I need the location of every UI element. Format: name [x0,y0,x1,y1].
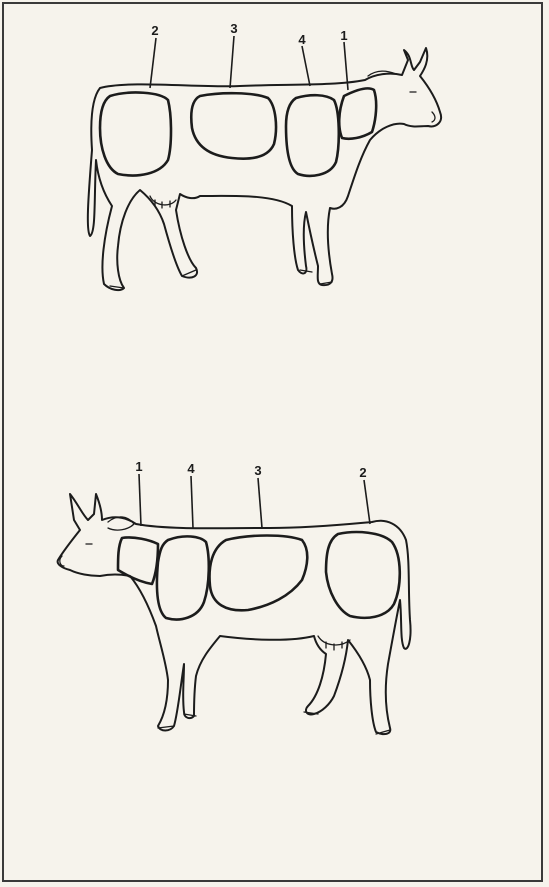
cow-bottom-muzzle [60,556,64,566]
label-2: 2 [359,465,366,480]
region-4 [157,536,209,619]
cow-bottom-outline [58,494,411,734]
cow-bottom-teat [326,642,342,650]
region-1 [118,537,158,584]
cow-top-muzzle [432,112,435,122]
label-1: 1 [340,28,347,43]
label-4: 4 [187,461,195,476]
label-4: 4 [298,32,306,47]
leader-3 [230,36,234,88]
region-2 [326,532,400,618]
region-2 [100,93,171,176]
leader-3 [258,478,262,528]
leader-1 [139,474,141,526]
label-3: 3 [230,21,237,36]
leader-4 [302,46,310,86]
cow-bottom-hoof [158,712,390,734]
cow-top-outline [88,48,441,290]
region-1 [339,88,376,138]
label-2: 2 [151,23,158,38]
label-3: 3 [254,463,261,478]
leader-2 [150,38,156,88]
leader-2 [364,480,370,524]
region-3 [191,93,276,158]
cow-top-hoof [110,270,332,288]
region-4 [286,95,339,176]
cow-top: 2 3 4 1 [88,21,441,290]
region-3 [210,536,308,611]
cow-bottom-ear [108,517,134,530]
cow-bottom: 1 4 3 2 [58,459,411,734]
leader-4 [191,476,193,528]
label-1: 1 [135,459,142,474]
